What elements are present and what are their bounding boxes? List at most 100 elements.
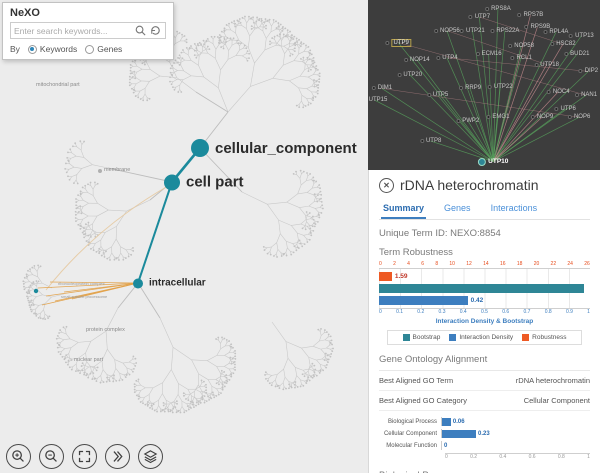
tree-cluster-label[interactable]: ribonucleoprotein complex [58, 281, 105, 286]
zoom-in-button[interactable] [6, 444, 31, 469]
network-node[interactable]: UTP5 [426, 92, 448, 98]
network-node[interactable]: BUD21 [564, 51, 589, 57]
network-node[interactable]: UTP8 [419, 138, 441, 144]
network-node-label: RPL4A [549, 29, 569, 36]
network-node[interactable]: RPS8A [485, 6, 511, 12]
zoom-out-icon [45, 450, 57, 462]
axis-tick: 0.5 [481, 309, 488, 315]
network-node[interactable]: UTP9 [385, 38, 411, 47]
tab-interactions[interactable]: Interactions [490, 203, 538, 213]
network-node-dot [371, 86, 376, 91]
network-node[interactable]: UTP22 [487, 84, 513, 90]
network-node[interactable]: UTP21 [460, 28, 485, 34]
network-node-label: BUD21 [570, 51, 590, 58]
network-node-label: DIP2 [584, 68, 599, 75]
tab-summary[interactable]: Summary [381, 200, 427, 219]
network-node[interactable]: RPS9B [524, 24, 550, 30]
network-node[interactable]: UTP18 [534, 62, 559, 68]
interaction-network-panel[interactable]: UTP7 RPS8A RPS7B NOP56 [368, 0, 600, 170]
network-node[interactable]: NOP56 [434, 28, 460, 34]
network-node[interactable]: RPL4A [543, 29, 568, 35]
tree-node-intracellular[interactable]: intracellular [133, 278, 206, 289]
network-node-dot [564, 52, 569, 57]
network-node[interactable]: UTP13 [569, 33, 594, 39]
network-node-label: NOP6 [573, 114, 591, 121]
axis-tick: 0.8 [544, 309, 552, 315]
network-node[interactable]: UTP6 [554, 106, 576, 112]
axis-tick: 0.6 [502, 309, 510, 315]
network-node[interactable]: RRP9 [459, 85, 481, 91]
close-icon[interactable]: ✕ [379, 177, 394, 193]
axis-tick: 10 [449, 261, 455, 267]
network-node[interactable]: NOP9 [530, 114, 553, 120]
network-node-dot [543, 30, 548, 35]
collapse-button[interactable] [105, 444, 130, 469]
tree-label-mitochondrial-part[interactable]: mitochondrial part [36, 82, 80, 88]
zoom-in-icon [12, 450, 24, 462]
node-dot [164, 174, 180, 190]
network-node[interactable]: NOP6 [567, 114, 591, 121]
go-bar-value: 0.23 [478, 430, 490, 437]
network-node[interactable]: NOP14 [403, 57, 430, 63]
axis-tick: 18 [516, 261, 523, 267]
tree-label-membrane[interactable]: membrane [104, 167, 131, 173]
layers-button[interactable] [138, 444, 163, 469]
category-label: Molecular Function [386, 442, 437, 449]
network-node-dot [486, 115, 491, 120]
tree-label-protein-complex[interactable]: protein complex [86, 327, 125, 333]
tree-node-cell-part[interactable]: cell part [164, 174, 244, 191]
network-node-dot [517, 13, 522, 18]
network-node[interactable]: DIM1 [371, 85, 392, 91]
radio-genes[interactable]: Genes [85, 44, 122, 54]
radio-label: Keywords [39, 44, 78, 54]
tree-cluster-label[interactable]: small subunit processome [61, 294, 108, 299]
network-node-label: UTP21 [466, 27, 485, 34]
axis-tick: 0 [445, 454, 448, 460]
network-node-dot [550, 42, 555, 47]
zoom-out-button[interactable] [39, 444, 64, 469]
network-node[interactable]: UTP20 [397, 72, 422, 78]
network-node[interactable]: NOC4 [546, 89, 570, 95]
search-icon[interactable] [134, 24, 147, 37]
network-node-dot [385, 40, 390, 45]
network-node[interactable]: EMG1 [486, 114, 509, 120]
network-node[interactable]: NAN1 [575, 92, 597, 98]
network-node[interactable]: ECM16 [475, 51, 502, 57]
by-label: By [10, 44, 20, 54]
network-node-dot [508, 43, 513, 48]
go-term-row: Best Aligned GO Term rDNA heterochromati… [379, 371, 590, 391]
axis-tick: 6 [421, 261, 425, 267]
network-node[interactable]: UTP15 [368, 97, 388, 103]
network-node-dot [478, 157, 487, 166]
node-label: cell part [186, 173, 244, 191]
row-key: Best Aligned GO Term [379, 376, 454, 385]
node-dot [133, 278, 143, 288]
search-input[interactable] [14, 25, 132, 36]
go-bar [442, 417, 451, 426]
network-node[interactable]: RCL1 [510, 54, 532, 61]
tree-label-nuclear-part[interactable]: nuclear part [74, 357, 104, 363]
radio-keywords[interactable]: Keywords [27, 44, 78, 54]
network-node[interactable]: DIP2 [578, 68, 599, 75]
network-node-dot [426, 93, 431, 98]
tree-node-cellular-component[interactable]: cellular_component [191, 139, 357, 157]
go-category-row: Best Aligned GO Category Cellular Compon… [379, 391, 590, 411]
network-node[interactable]: NOP58 [508, 43, 534, 49]
legend-swatch [449, 334, 457, 341]
network-node[interactable]: RPS7B [517, 12, 543, 18]
network-node[interactable]: RPS22A [490, 28, 519, 34]
network-node-dot [456, 118, 461, 123]
network-node[interactable]: PWP2 [456, 118, 479, 124]
network-node-label: RCL1 [516, 54, 532, 61]
network-node[interactable]: UTP7 [468, 14, 490, 20]
tab-genes[interactable]: Genes [444, 203, 471, 213]
network-node[interactable]: UTP10 [478, 157, 508, 166]
network-node[interactable]: HSC82 [550, 41, 576, 47]
network-node-dot [567, 115, 572, 120]
chart-legend: Bootstrap Interaction Density Robustness [387, 330, 582, 345]
zoom-fit-button[interactable] [72, 444, 97, 469]
network-node-dot [578, 69, 583, 74]
network-node[interactable]: UTP4 [436, 55, 458, 61]
refresh-icon[interactable] [149, 24, 162, 37]
